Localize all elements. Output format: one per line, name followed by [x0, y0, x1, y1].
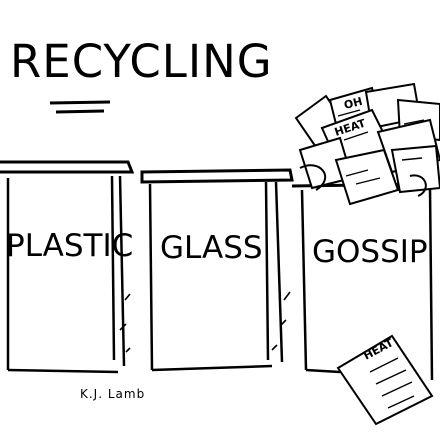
cartoon-title: RECYCLING	[10, 35, 273, 88]
fallen-paper	[336, 334, 434, 426]
artist-signature: K.J. Lamb	[80, 387, 145, 401]
plastic-bin-label: PLASTIC	[6, 228, 133, 264]
gossip-bin-label: GOSSIP	[312, 234, 428, 270]
paper-text-oh: OH	[343, 95, 364, 112]
overflowing-papers	[294, 82, 440, 206]
glass-bin-label: GLASS	[160, 230, 263, 266]
glass-bin: GLASS	[140, 168, 294, 372]
plastic-bin: PLASTIC	[0, 160, 135, 374]
title-underline	[49, 100, 111, 114]
gossip-bin: GOSSIP	[291, 182, 440, 381]
